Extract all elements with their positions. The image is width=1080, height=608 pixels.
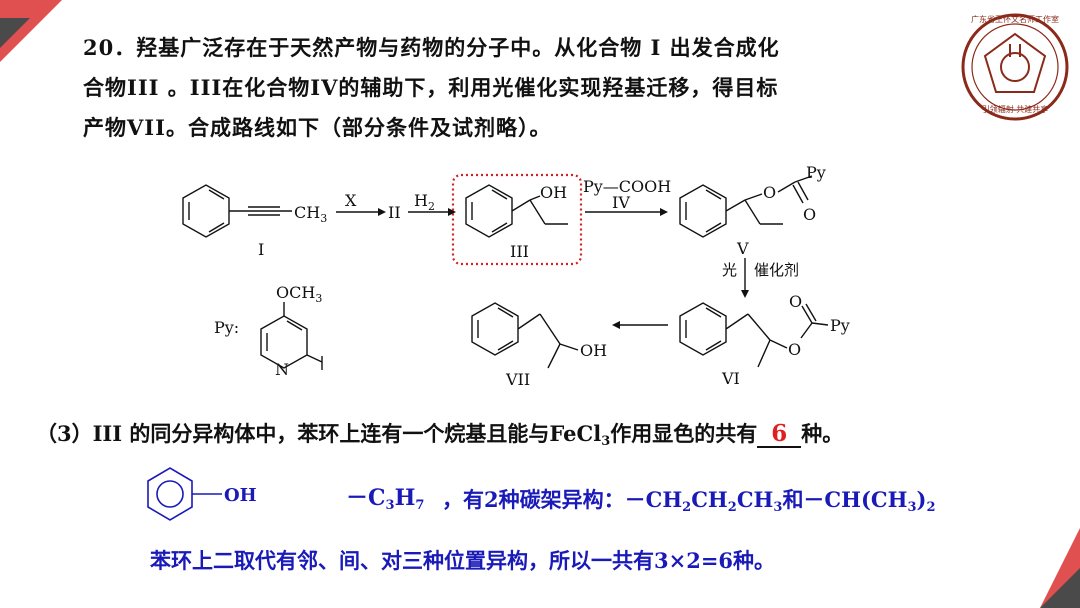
catalyst-label: 催化剂 [754,261,799,279]
synthesis-scheme: CH3 I X II H2 OH III Py—COOH IV [182,163,850,389]
py-label-vi: Py [830,316,850,335]
compound-iii-structure [465,184,568,238]
compound-v-label: V [736,239,749,258]
compound-iii-highlight [451,173,583,266]
compound-iv-label: IV [612,193,630,212]
reagent-h2: H2 [414,191,435,213]
question-line-2: 合物III 。III在化合物IV的辅助下，利用光催化实现羟基迁移，得目标 [83,75,779,100]
corner-decoration-top-left-dark [0,18,30,48]
carbon-skeleton-isomers: ，有2种碳架异构：－CH2CH2CH3和－CH(CH3)2 [442,487,936,515]
py-definition-label: Py: [214,318,239,337]
compound-v-structure [679,175,813,238]
question-line-1: 20．羟基广泛存在于天然产物与药物的分子中。从化合物 I 出发合成化 [83,35,780,60]
oh-label-iii: OH [540,183,567,202]
phenol-structure: OH [147,467,257,521]
corner-decoration-bottom-right-dark [1040,568,1080,608]
oh-label-vii: OH [580,341,607,360]
compound-vi-structure [679,302,829,368]
question-line-3: 产物VII。合成路线如下（部分条件及试剂略）。 [83,115,552,140]
compound-ii-label: II [388,203,401,222]
pyridine-structure [260,302,323,370]
logo-bottom-text: 引领辐射 共建共享 [982,104,1049,114]
propyl-group: －C3H7 [346,485,425,513]
reagent-pycooh: Py—COOH [583,177,671,196]
n-label: N [275,360,289,379]
compound-i-label: I [258,240,264,259]
logo-ring-text: 广东省王怀文名师工作室 [971,14,1059,24]
o-label-v1: O [763,183,776,202]
studio-logo: 广东省王怀文名师工作室 引领辐射 共建共享 [961,13,1069,121]
phenol-oh-label: OH [224,485,257,506]
ch3-label: CH3 [294,203,327,225]
reagent-x: X [345,191,357,210]
explanation-conclusion: 苯环上二取代有邻、间、对三种位置异构，所以一共有3×2=6种。 [150,548,776,573]
py-label-v: Py [806,163,826,182]
answer-blank: 6 [757,422,802,448]
compound-vi-label: VI [721,369,740,388]
o-label-v2: O [803,205,816,224]
compound-vii-label: VII [505,370,530,389]
compound-iii-label: III [510,242,529,261]
compound-vii-structure [471,302,579,369]
compound-i-structure [182,184,292,238]
o-label-vi1: O [789,292,802,311]
o-label-vi2: O [788,340,801,359]
och3-label: OCH3 [276,283,322,305]
light-label: 光 [722,261,737,279]
